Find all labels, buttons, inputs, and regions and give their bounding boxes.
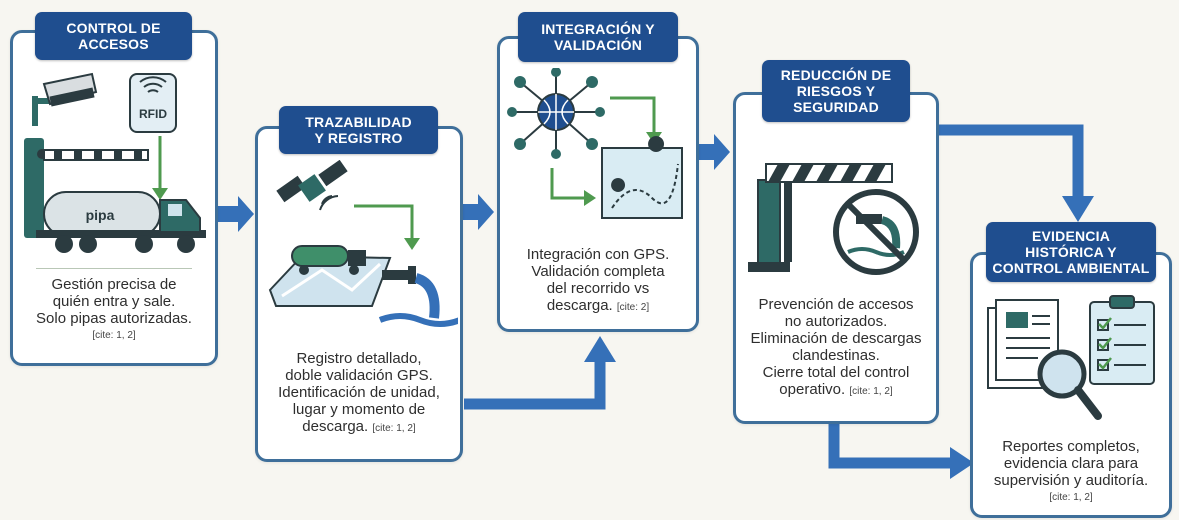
rfid-reader-icon: RFID [129, 73, 177, 200]
desc-line: lugar y momento de [292, 401, 426, 418]
barrier-icon [748, 163, 893, 272]
discharge-pipe-icon [378, 266, 458, 327]
desc-line: supervisión y auditoría. [993, 472, 1149, 489]
card-title-line: RIESGOS Y [796, 83, 876, 99]
desc-line: Cierre total del control [762, 364, 910, 381]
desc-line: Prevención de accesos [758, 296, 914, 313]
card-description-integracion-validacion: Integración con GPS. Validación completa… [503, 246, 693, 316]
card1-illustration: RFID pipa [24, 72, 206, 253]
card5-illustration [987, 295, 1155, 420]
card-title-line: SEGURIDAD [793, 99, 879, 115]
card-title-reduccion-riesgos: REDUCCIÓN DE RIESGOS Y SEGURIDAD [762, 60, 910, 122]
card-title-line: VALIDACIÓN [553, 37, 643, 53]
desc-line: Reportes completos, [1002, 438, 1140, 455]
card-title-line: HISTÓRICA Y [1025, 244, 1117, 260]
arrow-card4-down-to-card5 [828, 422, 952, 469]
desc-line: doble validación GPS. [285, 367, 433, 384]
card-description-trazabilidad-registro: Registro detallado, doble validación GPS… [260, 350, 458, 437]
card-title-integracion-validacion: INTEGRACIÓN Y VALIDACIÓN [518, 12, 678, 62]
desc-line: Identificación de unidad, [278, 384, 440, 401]
citation: [cite: 1, 2] [849, 386, 893, 397]
rfid-label: RFID [139, 107, 167, 121]
desc-line: descarga. [546, 297, 613, 314]
desc-line: Registro detallado, [296, 350, 422, 367]
satellite-icon [276, 160, 348, 211]
desc-line: Integración con GPS. [526, 246, 670, 263]
card3-illustration [507, 68, 683, 219]
card-title-line: ACCESOS [78, 36, 149, 52]
card-title-control-accesos: CONTROL DE ACCESOS [35, 12, 192, 60]
desc-line: Solo pipas autorizadas. [36, 310, 192, 327]
card-title-evidencia-historica: EVIDENCIA HISTÓRICA Y CONTROL AMBIENTAL [986, 222, 1156, 282]
no-discharge-icon [833, 189, 919, 275]
card-description-reduccion-riesgos: Prevención de accesos no autorizados. El… [737, 296, 935, 400]
card2-illustration [268, 160, 458, 327]
separator [36, 268, 192, 269]
citation: [cite: 1, 2] [92, 330, 136, 341]
desc-line: del recorrido vs [546, 280, 650, 297]
network-globe-icon [507, 68, 605, 159]
arrow-card1-to-card2 [218, 196, 254, 232]
card-title-line: Y REGISTRO [314, 130, 403, 146]
desc-line: no autorizados. [784, 313, 888, 330]
desc-line: Eliminación de descargas [750, 330, 922, 347]
card-title-line: EVIDENCIA [1031, 228, 1111, 244]
citation: [cite: 1, 2] [372, 423, 416, 434]
card4-illustration [748, 163, 919, 275]
card-title-trazabilidad-registro: TRAZABILIDAD Y REGISTRO [279, 106, 438, 154]
card-title-line: INTEGRACIÓN Y [541, 21, 655, 37]
card-title-line: CONTROL DE [66, 20, 161, 36]
tanker-truck-icon: pipa [36, 191, 206, 253]
arrow-card3-to-card4 [698, 134, 730, 170]
desc-line: clandestinas. [792, 347, 880, 364]
magnifier-icon [1037, 349, 1102, 420]
truck-label: pipa [86, 207, 115, 223]
card-title-line: CONTROL AMBIENTAL [992, 260, 1150, 276]
desc-line: quién entra y sale. [52, 293, 176, 310]
desc-line: Validación completa [531, 263, 665, 280]
desc-line: evidencia clara para [1003, 455, 1139, 472]
citation: [cite: 2] [616, 302, 650, 313]
desc-line: descarga. [302, 418, 369, 435]
arrow-card4-to-card5-top [938, 124, 1084, 198]
route-map-icon [601, 136, 683, 219]
desc-line: Gestión precisa de [51, 276, 177, 293]
arrow-card2-to-card3 [462, 194, 494, 230]
map-truck-icon [268, 245, 392, 307]
arrow-card2-up-to-card3 [464, 360, 606, 410]
citation: [cite: 1, 2] [1049, 492, 1093, 503]
card-title-line: REDUCCIÓN DE [780, 67, 892, 83]
card-description-evidencia-historica: Reportes completos, evidencia clara para… [974, 438, 1168, 506]
card-title-line: TRAZABILIDAD [305, 114, 412, 130]
desc-line: operativo. [779, 381, 846, 398]
checklist-icon [1089, 295, 1155, 385]
barrier-gate-icon [24, 138, 149, 238]
card-description-control-accesos: Gestión precisa de quién entra y sale. S… [14, 276, 214, 344]
security-camera-icon [32, 72, 98, 126]
